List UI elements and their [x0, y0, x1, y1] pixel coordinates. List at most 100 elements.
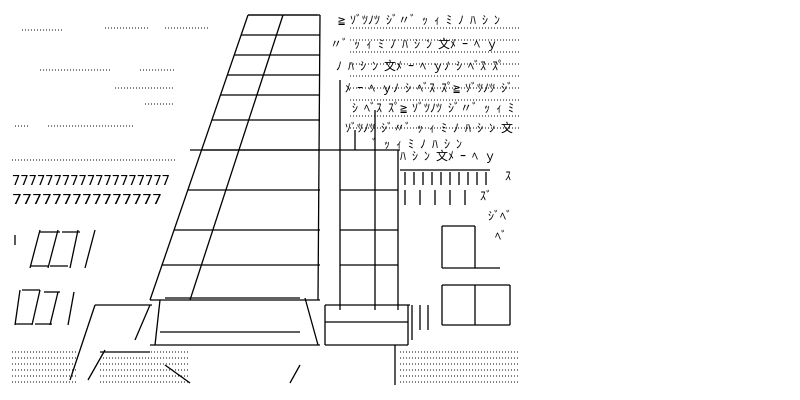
foliage-glyph: ﾂ: [374, 13, 380, 27]
foliage-glyph: ｨ: [396, 137, 402, 151]
stair-diagonal-left: [149, 14, 249, 301]
foliage-glyph: ﾉ: [420, 137, 426, 151]
ledge-slant: [134, 304, 151, 341]
stair-diagonal-mid: [189, 14, 284, 301]
foliage-glyph: ｽ: [480, 59, 486, 73]
foliage-glyph: ﾉ: [458, 13, 464, 27]
foliage-glyph: ﾒ: [448, 149, 454, 163]
foliage-glyph: ≧: [453, 81, 460, 95]
foliage-glyph: ｿﾞ: [345, 121, 357, 135]
foliage-glyph: ﾍ: [420, 59, 426, 73]
foliage-glyph: ｨ: [366, 37, 372, 51]
foliage-glyph: ﾂ: [436, 101, 442, 115]
foliage-glyph: ﾒ: [450, 37, 456, 51]
foliage-glyph: 文: [501, 120, 513, 135]
building-edge-right: [317, 14, 321, 301]
foliage-glyph: ｽﾟ: [492, 59, 504, 73]
foliage-glyph: ｿﾞ: [412, 101, 424, 115]
foliage-glyph: ｼﾞ: [448, 101, 460, 115]
foliage-glyph: ﾂﾉ: [357, 121, 369, 135]
foliage-glyph: ｼ: [477, 121, 483, 135]
foliage-glyph: ｽﾟ: [388, 101, 400, 115]
foliage-glyph: ﾝ: [456, 137, 462, 151]
foliage-glyph: ｼ: [352, 101, 358, 115]
window-slant: [84, 229, 96, 269]
foliage-glyph: ｼ: [482, 13, 488, 27]
foliage-glyph: ｰ: [462, 37, 468, 51]
foliage-glyph: ｨ: [434, 13, 440, 27]
foliage-glyph: ﾊ: [432, 137, 438, 151]
window-slant: [29, 229, 41, 269]
sevens-row-1: 7777777777777777777: [12, 174, 170, 189]
foliage-glyph: ｼﾞ: [501, 81, 513, 95]
foliage-glyph: ﾂﾉ: [424, 101, 436, 115]
foliage-glyph: ﾊ: [465, 121, 471, 135]
dotted-ground-lines: [12, 27, 520, 383]
foliage-glyph: ｯ: [422, 13, 428, 27]
foliage-glyph: ﾉ: [393, 81, 399, 95]
foliage-glyph: ﾞ: [342, 37, 348, 51]
foliage-glyph: ﾍ: [474, 37, 480, 51]
foliage-glyph: ﾉ: [336, 59, 342, 73]
foliage-glyph: ﾊ: [402, 37, 408, 51]
foliage-glyph: ｼ: [444, 137, 450, 151]
foliage-glyph: ﾞ: [405, 121, 411, 135]
road-line: [164, 364, 191, 384]
foliage-glyph: ﾝ: [372, 59, 378, 73]
foliage-glyph: 文: [438, 36, 450, 51]
foliage-glyph: ≧: [400, 101, 407, 115]
foliage-glyph: ﾒ: [396, 59, 402, 73]
foliage-glyph: ﾞ: [472, 101, 478, 115]
foliage-glyph: ﾐ: [378, 37, 384, 51]
foliage-glyph: ｼ: [405, 81, 411, 95]
foliage-glyph: ﾝ: [489, 121, 495, 135]
foliage-glyph: ｼ: [360, 59, 366, 73]
foliage-glyph: ｙ: [486, 37, 498, 51]
foliage-glyph: ﾐ: [408, 137, 414, 151]
foliage-glyph: ≧: [338, 13, 345, 27]
foliage-glyph: ｽ: [505, 169, 511, 183]
foliage-glyph: ｼ: [412, 149, 418, 163]
foliage-glyph: ｯ: [354, 37, 360, 51]
foliage-glyph: ﾐ: [508, 101, 514, 115]
foliage-glyph: ｽﾞ: [480, 189, 492, 203]
foliage-glyph: ﾝ: [494, 13, 500, 27]
foliage-glyph: ｼ: [414, 37, 420, 51]
foliage-glyph: ｙ: [432, 59, 444, 73]
foliage-glyph: ﾐ: [446, 13, 452, 27]
window-slant: [31, 289, 41, 326]
foliage-glyph: ｿﾞ: [465, 81, 477, 95]
foliage-glyph: ﾞ: [372, 137, 378, 151]
foliage-glyph: ﾂ: [369, 121, 375, 135]
foliage-glyph: ｰ: [460, 149, 466, 163]
awning-left: [154, 299, 161, 346]
window-slant: [67, 291, 75, 326]
awning-right: [304, 297, 319, 346]
window-slant: [49, 291, 59, 326]
foliage-glyph: ｯ: [417, 121, 423, 135]
foliage-glyph: ﾝ: [426, 37, 432, 51]
foliage-glyph: ｽﾟ: [441, 81, 453, 95]
foliage-glyph: ｼ: [456, 59, 462, 73]
ledge-slant: [69, 304, 96, 381]
foliage-glyph: ﾊ: [348, 59, 354, 73]
foliage-glyph: 文: [384, 58, 396, 73]
foliage-glyph: ﾍﾞ: [364, 101, 376, 115]
foliage-glyph: ｨ: [429, 121, 435, 135]
foliage-glyph: ｼﾞ: [386, 13, 398, 27]
window-slant: [47, 229, 59, 269]
foliage-glyph: 〃: [393, 121, 405, 135]
foliage-glyph: 文: [436, 148, 448, 163]
foliage-glyph: ｨ: [496, 101, 502, 115]
foliage-glyph: 〃: [398, 13, 410, 27]
foliage-glyph: ﾍ: [369, 81, 375, 95]
foliage-glyph: ﾐ: [441, 121, 447, 135]
foliage-glyph: ﾍﾞ: [495, 229, 507, 243]
foliage-glyph: ｰ: [408, 59, 414, 73]
foliage-glyph: ﾝ: [424, 149, 430, 163]
foliage-glyph: ﾉ: [444, 59, 450, 73]
foliage-glyph: ｯ: [484, 101, 490, 115]
road-line: [87, 349, 106, 381]
